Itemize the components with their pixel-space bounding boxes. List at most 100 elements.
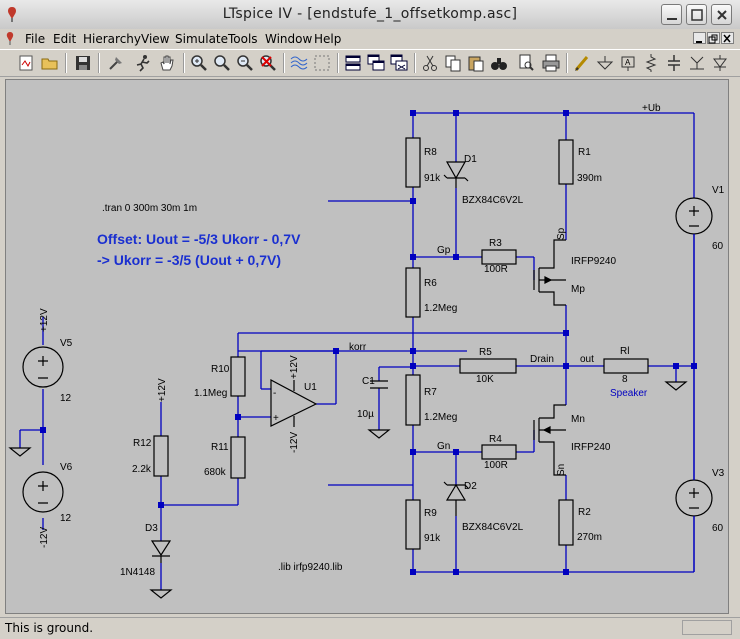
zoom-in-icon[interactable] [189,53,209,73]
r5-value[interactable]: 10K [476,374,494,385]
d2-value[interactable]: BZX84C6V2L [462,522,524,533]
new-schematic-icon[interactable] [16,53,36,73]
c1-value[interactable]: 10µ [357,409,374,420]
v6-value[interactable]: 12 [60,513,72,524]
cancel-zoom-icon[interactable] [258,53,278,73]
r12-name[interactable]: R12 [133,438,152,449]
paste-icon[interactable] [466,53,486,73]
schematic-canvas[interactable]: .tran 0 300m 30m 1m .lib irfp9240.lib Of… [5,79,729,614]
mdi-restore-button[interactable] [707,32,720,44]
mdi-close-button[interactable] [721,32,734,44]
resistor-icon[interactable] [641,53,661,73]
cut-icon[interactable] [420,53,440,73]
cascade-windows-icon[interactable] [366,53,386,73]
r3-name[interactable]: R3 [489,238,502,249]
r10-value[interactable]: 1.1Meg [194,388,227,399]
r3-value[interactable]: 100R [484,264,508,275]
lib-directive[interactable]: .lib irfp9240.lib [278,562,343,573]
print-preview-icon[interactable] [516,53,536,73]
minimize-button[interactable] [661,4,682,25]
d1-value[interactable]: BZX84C6V2L [462,195,524,206]
menu-help[interactable]: Help [314,32,342,46]
view-spice-netlist-icon[interactable] [312,53,332,73]
label-icon[interactable]: A [618,53,638,73]
d3-name[interactable]: D3 [145,523,158,534]
control-panel-icon[interactable] [106,53,126,73]
ltspice-app-icon[interactable] [5,6,19,22]
find-icon[interactable] [489,53,509,73]
v5-value[interactable]: 12 [60,393,72,404]
q1-value[interactable]: IRFP9240 [571,256,616,267]
r8-value[interactable]: 91k [424,173,441,184]
r11-name[interactable]: R11 [211,442,229,453]
waveform-icon[interactable] [289,53,309,73]
rl-name[interactable]: Rl [620,346,629,357]
capacitor-icon[interactable] [664,53,684,73]
r1-value[interactable]: 390m [577,173,602,184]
tran-directive[interactable]: .tran 0 300m 30m 1m [102,203,197,214]
d3-value[interactable]: 1N4148 [120,567,155,578]
save-icon[interactable] [73,53,93,73]
r7-name[interactable]: R7 [424,387,437,398]
r4-name[interactable]: R4 [489,434,502,445]
d1-name[interactable]: D1 [464,154,477,165]
tile-windows-icon[interactable] [343,53,363,73]
r2-value[interactable]: 270m [577,532,602,543]
r1-name[interactable]: R1 [578,147,591,158]
v3-value[interactable]: 60 [712,523,724,534]
net-ub: +Ub [642,103,661,114]
menu-edit[interactable]: Edit [53,32,77,46]
pan-icon[interactable] [157,53,177,73]
copy-icon[interactable] [443,53,463,73]
r10-name[interactable]: R10 [211,364,230,375]
r9-value[interactable]: 91k [424,533,441,544]
maximize-button[interactable] [686,4,707,25]
r6-value[interactable]: 1.2Meg [424,303,457,314]
u1-name[interactable]: U1 [304,382,317,393]
rl-value[interactable]: 8 [622,374,628,385]
close-all-icon[interactable] [389,53,409,73]
draw-wire-icon[interactable] [572,53,592,73]
r11-value[interactable]: 680k [204,467,227,478]
mdi-minimize-button[interactable] [693,32,706,44]
r7-value[interactable]: 1.2Meg [424,412,457,423]
close-button[interactable] [711,4,732,25]
v3-name[interactable]: V3 [712,468,725,479]
r5-name[interactable]: R5 [479,347,492,358]
menu-file[interactable]: File [25,32,46,46]
print-icon[interactable] [541,53,561,73]
offset-comment-2[interactable]: -> Ukorr = -3/5 (Uout + 0,7V) [97,252,281,268]
u1-vp: +12V [289,355,300,379]
offset-comment-1[interactable]: Offset: Uout = -5/3 Ukorr - 0,7V [97,231,301,247]
zoom-full-icon[interactable] [212,53,232,73]
inductor-icon[interactable] [687,53,707,73]
c1-name[interactable]: C1 [362,376,375,387]
r6-name[interactable]: R6 [424,278,437,289]
ground-icon[interactable] [595,53,615,73]
toolbar-separator [183,53,185,73]
open-icon[interactable] [40,53,60,73]
zoom-out-icon[interactable] [235,53,255,73]
r2-name[interactable]: R2 [578,507,591,518]
v6-supply: -12V [39,527,50,548]
menu-simulate[interactable]: Simulate [175,32,229,46]
q2-value[interactable]: IRFP240 [571,442,611,453]
menu-tools[interactable]: Tools [228,32,258,46]
d2-name[interactable]: D2 [464,481,477,492]
r8-name[interactable]: R8 [424,147,437,158]
menu-hierarchy[interactable]: Hierarchy [83,32,142,46]
r9-name[interactable]: R9 [424,508,437,519]
menu-window[interactable]: Window [265,32,313,46]
run-icon[interactable] [133,53,153,73]
menu-view[interactable]: View [141,32,170,46]
diode-icon[interactable] [710,53,730,73]
v1-name[interactable]: V1 [712,185,725,196]
v5-name[interactable]: V5 [60,338,73,349]
document-icon[interactable] [4,31,16,45]
v1-value[interactable]: 60 [712,241,724,252]
r12-value[interactable]: 2.2k [132,464,152,475]
minimize-icon [667,18,677,20]
r4-value[interactable]: 100R [484,460,508,471]
v6-name[interactable]: V6 [60,462,73,473]
toolbar-separator [98,53,100,73]
